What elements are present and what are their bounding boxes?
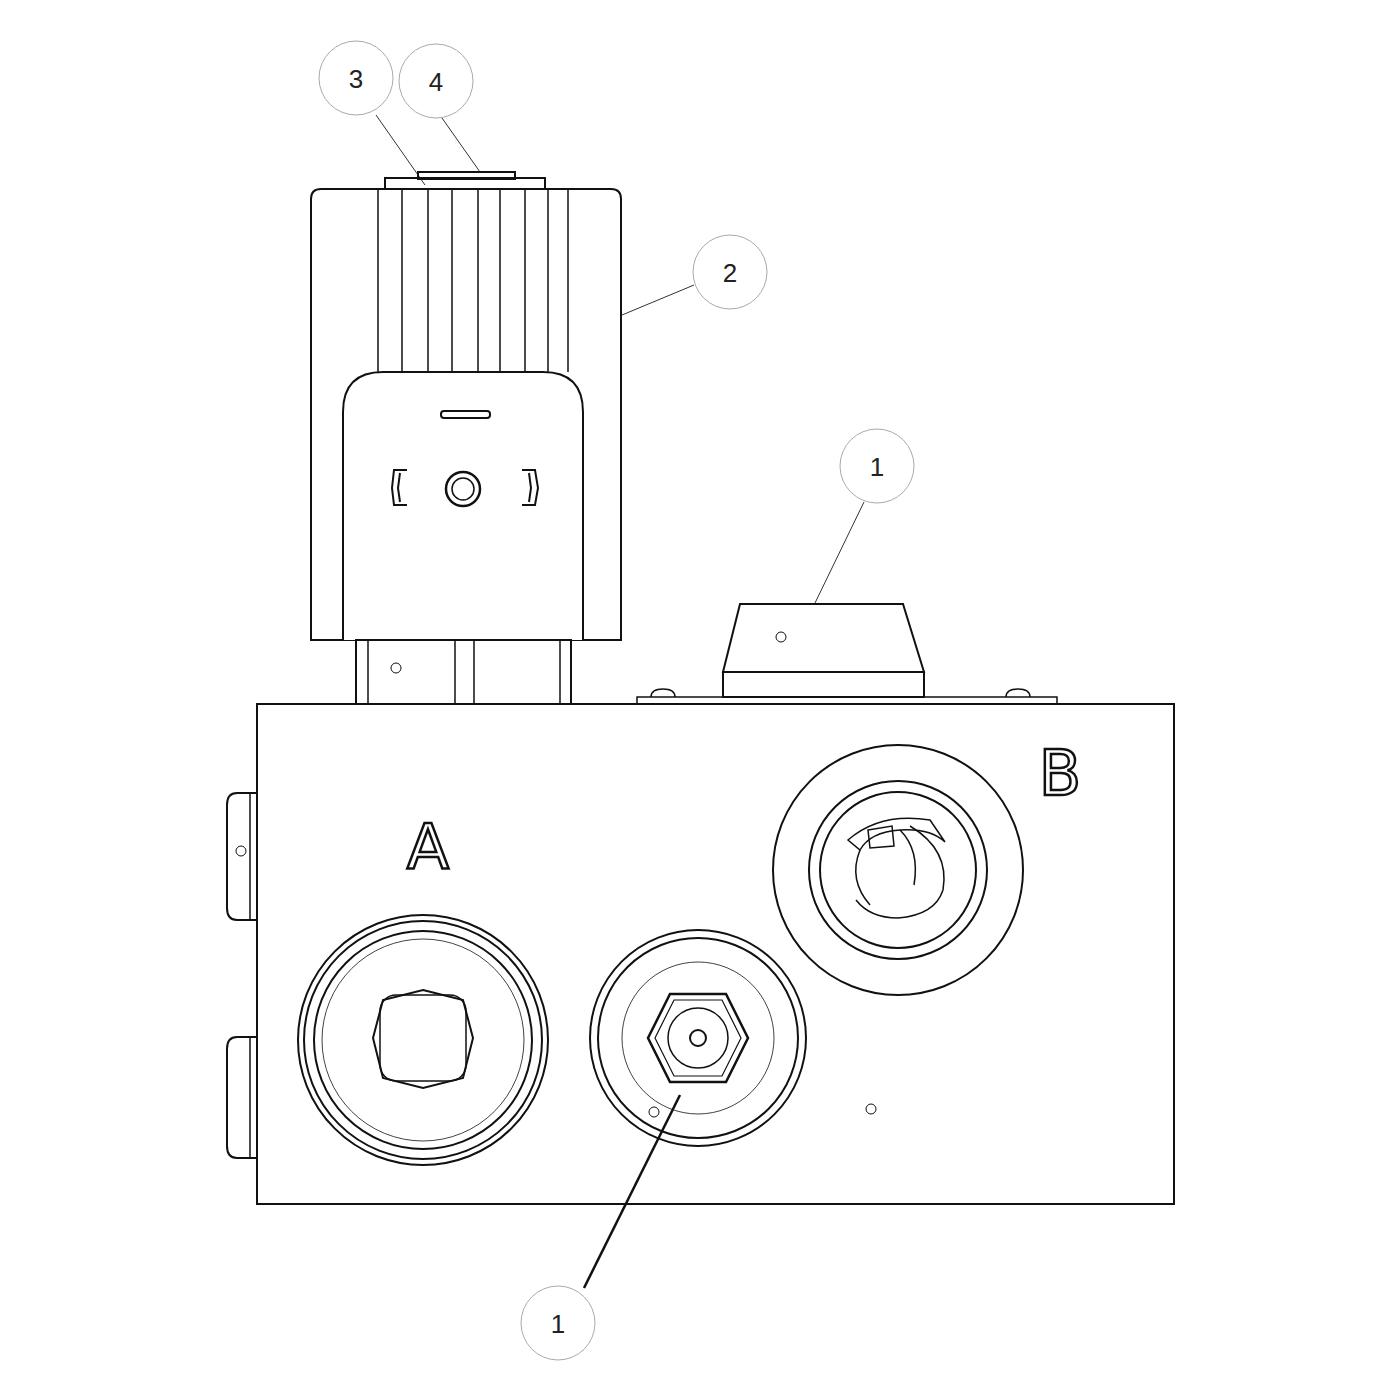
port-a-fitting [314,931,532,1149]
solenoid-base [356,640,571,704]
port-b-fitting [773,745,1023,995]
callout-circle [319,41,393,115]
port-label: B [1039,743,1082,805]
side-fitting [249,1037,251,1158]
centre-mark [866,1104,876,1114]
port-a-plug [380,995,466,1081]
coil-rib [524,189,526,372]
port-a-plug [373,990,473,1088]
valve-drawing [227,41,1174,1360]
coil-rib [547,189,549,372]
side-fitting [227,1037,257,1158]
plug-slot [441,411,490,418]
callout-number: 1 [551,1311,565,1337]
hex-nut [655,1000,741,1076]
base-edge [473,640,475,704]
coil-rib [499,189,501,372]
callout-circle [840,429,914,503]
callout-number: 3 [349,66,363,92]
callout-circles [319,41,914,1360]
coil-rib [451,189,453,372]
valve-cartridge [590,930,806,1146]
cap-component [723,604,924,672]
callout-number: 4 [429,69,443,95]
cap-component-base [723,672,924,697]
plate-bolt [1006,689,1030,697]
solenoid-coil [311,189,621,640]
port-a-fitting [298,915,548,1165]
side-fitting [249,793,251,920]
base-edge [559,640,561,704]
coil-rib [567,189,569,372]
mounting-plate [637,697,1057,704]
valve-cartridge [622,962,774,1114]
leader-line [622,285,694,315]
leader-line [442,118,480,172]
callout-circle [521,1286,595,1360]
solenoid-cap [385,178,545,189]
adjust-screw [668,1008,728,1068]
port-a-fitting [322,939,524,1141]
plug-pin [452,478,474,500]
port-label: A [407,817,449,879]
coil-rib [377,189,379,372]
side-fitting [227,793,257,920]
port-a-fitting [304,921,542,1159]
coil-ribs [378,189,568,372]
connector-plug [343,372,583,640]
plug-bracket [522,470,538,505]
port-b-bore [868,826,894,848]
plate-bolt [651,689,675,697]
coil-rib [477,189,479,372]
hex-nut [648,994,748,1082]
centre-mark [236,846,246,856]
port-b-fitting [809,781,987,959]
adjust-screw [690,1030,706,1046]
leader-line [815,502,864,603]
callout-circle [399,44,473,118]
base-edge [454,640,456,704]
base-edge [367,640,369,704]
coil-rib [427,189,429,372]
valve-cartridge [598,938,798,1138]
coil-rib [401,189,403,372]
centre-mark [649,1107,659,1117]
plug-bracket [392,470,407,505]
callout-circle [693,235,767,309]
port-b-fitting [820,792,976,948]
port-b-bore [848,818,945,850]
centre-mark [776,632,786,642]
callout-number: 2 [723,260,737,286]
callout-number: 1 [870,454,884,480]
valve-block [257,704,1174,1204]
centre-mark [391,663,401,673]
port-b-bore [856,826,944,918]
port-b-bore [856,830,916,905]
plug-pin [446,472,480,506]
